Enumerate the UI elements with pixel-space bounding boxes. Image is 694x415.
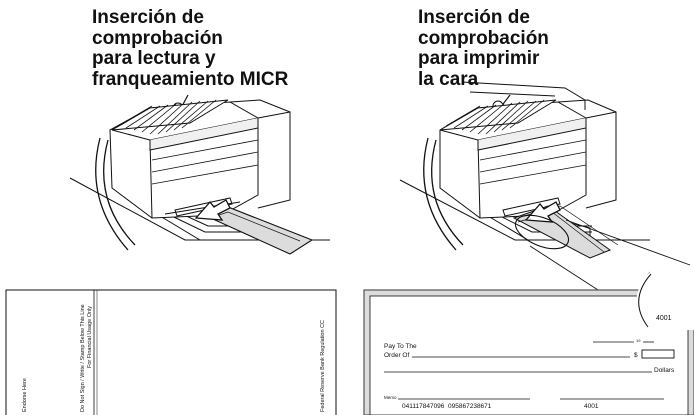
check-number: 4001 xyxy=(656,315,672,322)
do-not-sign-line2: For Financial Usage Only xyxy=(87,306,93,368)
micr-check-number: 4001 xyxy=(584,403,599,410)
printer-right xyxy=(399,81,691,331)
check-back: Endorse Here Do Not Sign / Write / Stamp… xyxy=(5,289,337,415)
check-front: 4001 19 Pay To The Order Of $ Dollars Me… xyxy=(363,272,694,415)
printer-left xyxy=(69,94,330,255)
do-not-sign-line1: Do Not Sign / Write / Stamp Below This L… xyxy=(80,304,86,412)
endorse-label: Endorse Here xyxy=(22,378,28,412)
pay-to-line1: Pay To The xyxy=(384,343,417,350)
dollar-sign: $ xyxy=(634,352,638,359)
caption-right: Inserción de comprobación para imprimir … xyxy=(418,7,549,90)
micr-line: 041117847096 095867238671 xyxy=(402,403,492,410)
memo-label: Memo xyxy=(384,395,397,400)
regulation-label: Federal Reserve Bank Regulation CC xyxy=(320,320,326,412)
dollars-label: Dollars xyxy=(654,367,675,374)
pay-to-line2: Order Of xyxy=(384,352,409,359)
caption-left: Inserción de comprobación para lectura y… xyxy=(92,7,289,90)
date-year-prefix: 19 xyxy=(636,338,641,343)
